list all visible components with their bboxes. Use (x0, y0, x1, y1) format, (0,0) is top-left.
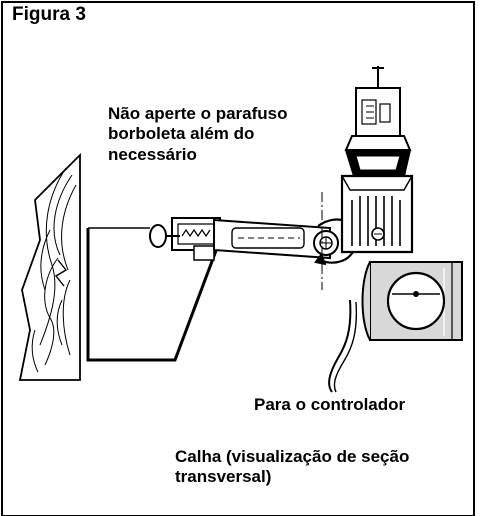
mounting-arm (213, 218, 339, 260)
wood-beam-illustration (18, 152, 81, 381)
warning-callout: Não aperte o parafuso borboleta além do … (108, 104, 288, 164)
figure-title: Figura 3 (12, 4, 86, 25)
gutter-cross-section (86, 228, 222, 362)
clamp-bracket (171, 217, 221, 261)
gutter-label: Calha (visualização de seção transversal… (175, 447, 410, 487)
controller-label: Para o controlador (254, 395, 406, 414)
figure-border (1, 1, 475, 516)
wing-screw-icon (149, 224, 180, 248)
controller-cable (328, 299, 352, 393)
pipe-cross-section (361, 261, 463, 341)
sensor-device (340, 66, 414, 254)
